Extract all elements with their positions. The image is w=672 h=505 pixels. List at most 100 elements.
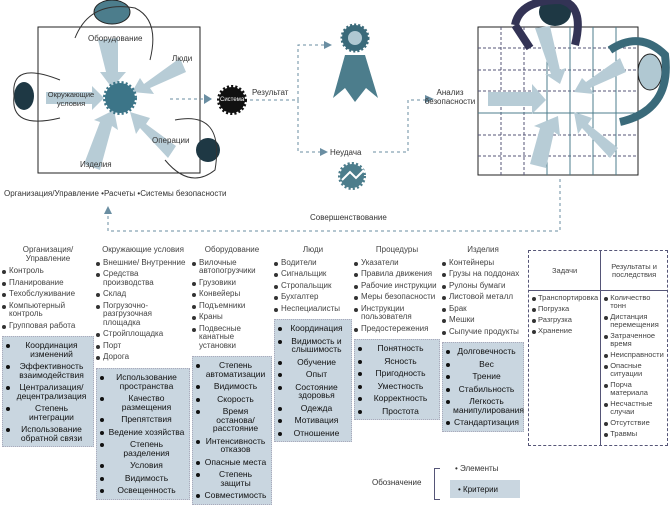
label-environment: Окружающие условия xyxy=(47,90,95,108)
label-result: Результат xyxy=(252,88,289,97)
result-item: Отсутствие xyxy=(603,419,665,427)
element-item: Внешние/ Внутренние xyxy=(96,258,190,268)
criteria-item: Условия xyxy=(100,461,186,470)
element-item: Средства производства xyxy=(96,269,190,287)
element-item: Групповая работа xyxy=(2,321,94,331)
element-item: Стропальщик xyxy=(274,281,352,291)
element-item: Грузовики xyxy=(192,278,272,288)
criteria-item: Использование обратной связи xyxy=(6,425,90,442)
element-item: Сигнальщик xyxy=(274,269,352,279)
task-item: Транспортировка xyxy=(531,294,598,302)
criteria-item: Простота xyxy=(358,406,436,416)
element-item: Инструкции пользователя xyxy=(354,304,440,322)
tasks-header: Задачи xyxy=(529,251,601,291)
element-item: Погрузочно-разгрузочная площадка xyxy=(96,301,190,328)
element-item: Водители xyxy=(274,258,352,268)
criteria-item: Отношение xyxy=(278,428,348,438)
criteria-item: Использование пространства xyxy=(100,373,186,390)
result-item: Опасные ситуации xyxy=(603,362,665,378)
element-item: Компьютерный контроль xyxy=(2,301,94,319)
criteria-item: Централизация/ децентрализация xyxy=(6,383,90,400)
system-gear-icon xyxy=(217,85,247,115)
element-item: Мешки xyxy=(442,315,524,325)
element-item: Склад xyxy=(96,289,190,299)
element-item: Меры безопасности xyxy=(354,292,440,302)
criteria-item: Степень защиты xyxy=(196,470,268,487)
result-item: Количество тонн xyxy=(603,294,665,310)
criteria-item: Степень разделения xyxy=(100,440,186,457)
criteria-item: Вес xyxy=(446,359,520,369)
label-people: Люди xyxy=(172,54,193,63)
criteria-item: Препятствия xyxy=(100,415,186,424)
criteria-item: Степень интеграции xyxy=(6,404,90,421)
legend-elements: • Элементы xyxy=(455,464,499,473)
broken-gear-icon xyxy=(338,162,366,190)
element-item: Подъемники xyxy=(192,301,272,311)
element-item: Неспециалисты xyxy=(274,304,352,314)
criteria-item: Степень автоматизации xyxy=(196,361,268,378)
flow-diagram xyxy=(13,0,670,232)
element-item: Рулоны бумаги xyxy=(442,281,524,291)
element-item: Бухгалтер xyxy=(274,292,352,302)
element-item: Сыпучие продукты xyxy=(442,327,524,337)
criteria-item: Ясность xyxy=(358,356,436,366)
criteria-item: Легкость манипулирования xyxy=(446,397,524,414)
criteria-item: Долговечность xyxy=(446,347,520,356)
criteria-item: Обучение xyxy=(278,357,348,367)
element-item: Конвейеры xyxy=(192,289,272,299)
element-item: Дорога xyxy=(96,352,190,362)
element-item: Контроль xyxy=(2,266,94,276)
result-item: Дистанция перемещения xyxy=(603,313,665,329)
element-item: Правила движения xyxy=(354,269,440,279)
column-header: Оборудование xyxy=(204,245,260,254)
legend-criteria: • Критерии xyxy=(450,480,520,498)
label-products: Изделия xyxy=(80,160,112,169)
column-header: Люди xyxy=(302,245,324,254)
criteria-item: Корректность xyxy=(358,394,436,403)
criteria-item: Время останова/ расстояние xyxy=(196,407,268,433)
element-item: Контейнеры xyxy=(442,258,524,268)
task-item: Хранение xyxy=(531,327,598,335)
criteria-item: Качество размещения xyxy=(100,394,186,411)
result-item: Порча материала xyxy=(603,381,665,397)
criteria-item: Трение xyxy=(446,372,520,381)
element-item: Техобслуживание xyxy=(2,289,94,299)
legend-criteria-label: Критерии xyxy=(463,485,499,494)
rosette-icon xyxy=(333,23,378,102)
workplace-box xyxy=(13,0,220,179)
element-item: Брак xyxy=(442,304,524,314)
column-header: Изделия xyxy=(467,245,499,254)
label-failure: Неудача xyxy=(330,148,362,157)
element-item: Планирование xyxy=(2,278,94,288)
element-item: Листовой металл xyxy=(442,292,524,302)
column-header: Процедуры xyxy=(375,245,419,254)
label-operations: Операции xyxy=(152,136,190,145)
element-item: Рабочие инструкции xyxy=(354,281,440,291)
criteria-item: Стандартизация xyxy=(446,418,520,427)
bottom-line: Организация/Управление •Расчеты •Системы… xyxy=(4,189,227,198)
criteria-item: Опыт xyxy=(278,370,348,379)
element-item: Стройплощадка xyxy=(96,329,190,339)
criteria-item: Координация изменений xyxy=(6,341,90,358)
criteria-item: Состояние здоровья xyxy=(278,382,348,400)
criteria-item: Опасные места xyxy=(196,457,268,467)
criteria-item: Эффективность взаимодействия xyxy=(6,362,90,379)
criteria-item: Пригодность xyxy=(358,369,436,378)
criteria-item: Уместность xyxy=(358,381,436,391)
label-equipment: Оборудование xyxy=(88,34,143,43)
criteria-item: Одежда xyxy=(278,403,348,413)
result-item: Травмы xyxy=(603,430,665,438)
element-item: Подвесные канатные установки xyxy=(192,324,272,351)
